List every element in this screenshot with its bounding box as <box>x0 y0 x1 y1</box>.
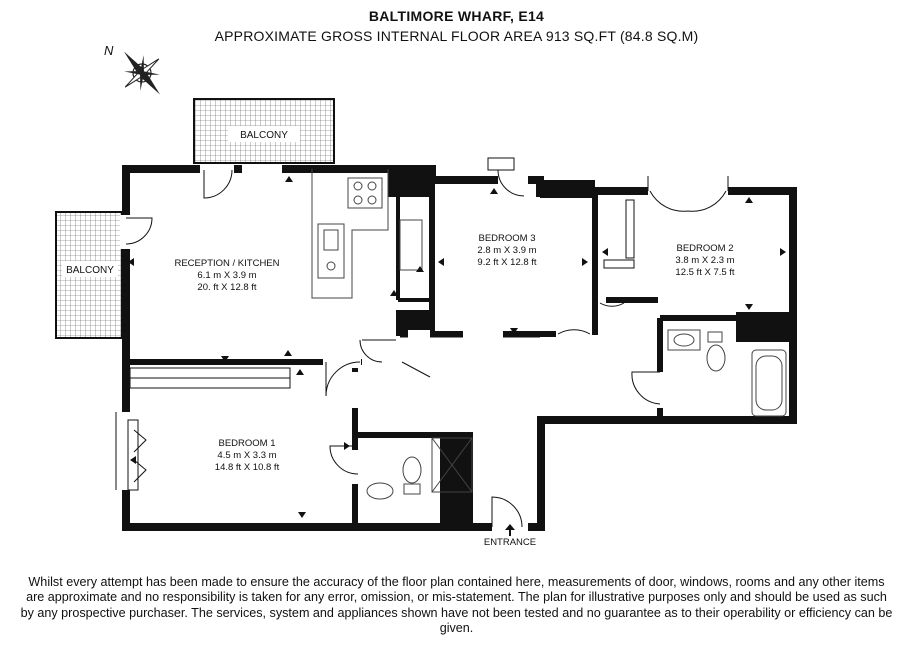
bedroom1-name: BEDROOM 1 <box>218 438 275 449</box>
bedroom3-imperial: 9.2 ft X 12.8 ft <box>477 257 537 268</box>
basin-icon-2 <box>366 482 394 500</box>
bedroom2-metric: 3.8 m X 2.3 m <box>675 255 734 266</box>
bathroom-fixtures <box>366 329 787 500</box>
basin-icon <box>667 329 701 351</box>
balcony-left: BALCONY <box>55 211 123 339</box>
disclaimer-text: Whilst every attempt has been made to en… <box>20 575 893 636</box>
toilet-icon-2 <box>402 456 422 484</box>
kitchen <box>311 169 423 299</box>
bedroom1-metric: 4.5 m X 3.3 m <box>217 450 276 461</box>
entrance-arrow-icon <box>505 524 515 536</box>
reception-imperial: 20. ft X 12.8 ft <box>197 282 257 293</box>
room-labels: RECEPTION / KITCHEN 6.1 m X 3.9 m 20. ft… <box>174 233 734 548</box>
toilet-icon <box>707 331 723 343</box>
hob-icon <box>347 177 383 209</box>
wall-blocks <box>388 169 793 527</box>
reception-name: RECEPTION / KITCHEN <box>174 258 279 269</box>
bedroom3-name: BEDROOM 3 <box>478 233 535 244</box>
plan-title: BALTIMORE WHARF, E14 <box>368 8 545 24</box>
bedroom2-name: BEDROOM 2 <box>676 243 733 254</box>
balcony-top: BALCONY <box>193 98 335 164</box>
balcony-left-label: BALCONY <box>66 265 114 276</box>
entrance-label: ENTRANCE <box>484 537 536 548</box>
arrow-markers <box>128 176 786 518</box>
door-gaps <box>120 164 728 532</box>
bedroom2-imperial: 12.5 ft X 7.5 ft <box>675 267 735 278</box>
floor-plan: N BALCONY BALCONY <box>55 43 797 548</box>
balcony-top-label: BALCONY <box>240 130 288 141</box>
floor-area-subtitle: APPROXIMATE GROSS INTERNAL FLOOR AREA 91… <box>214 28 699 44</box>
compass-icon: N <box>104 43 160 95</box>
windows <box>115 199 635 491</box>
bedroom1-imperial: 14.8 ft X 10.8 ft <box>215 462 280 473</box>
door-swings <box>125 157 729 528</box>
sink-icon <box>317 223 345 279</box>
bedroom3-metric: 2.8 m X 3.9 m <box>477 245 536 256</box>
bathtub-icon <box>751 349 787 417</box>
compass-north-label: N <box>104 43 114 58</box>
reception-metric: 6.1 m X 3.9 m <box>197 270 256 281</box>
